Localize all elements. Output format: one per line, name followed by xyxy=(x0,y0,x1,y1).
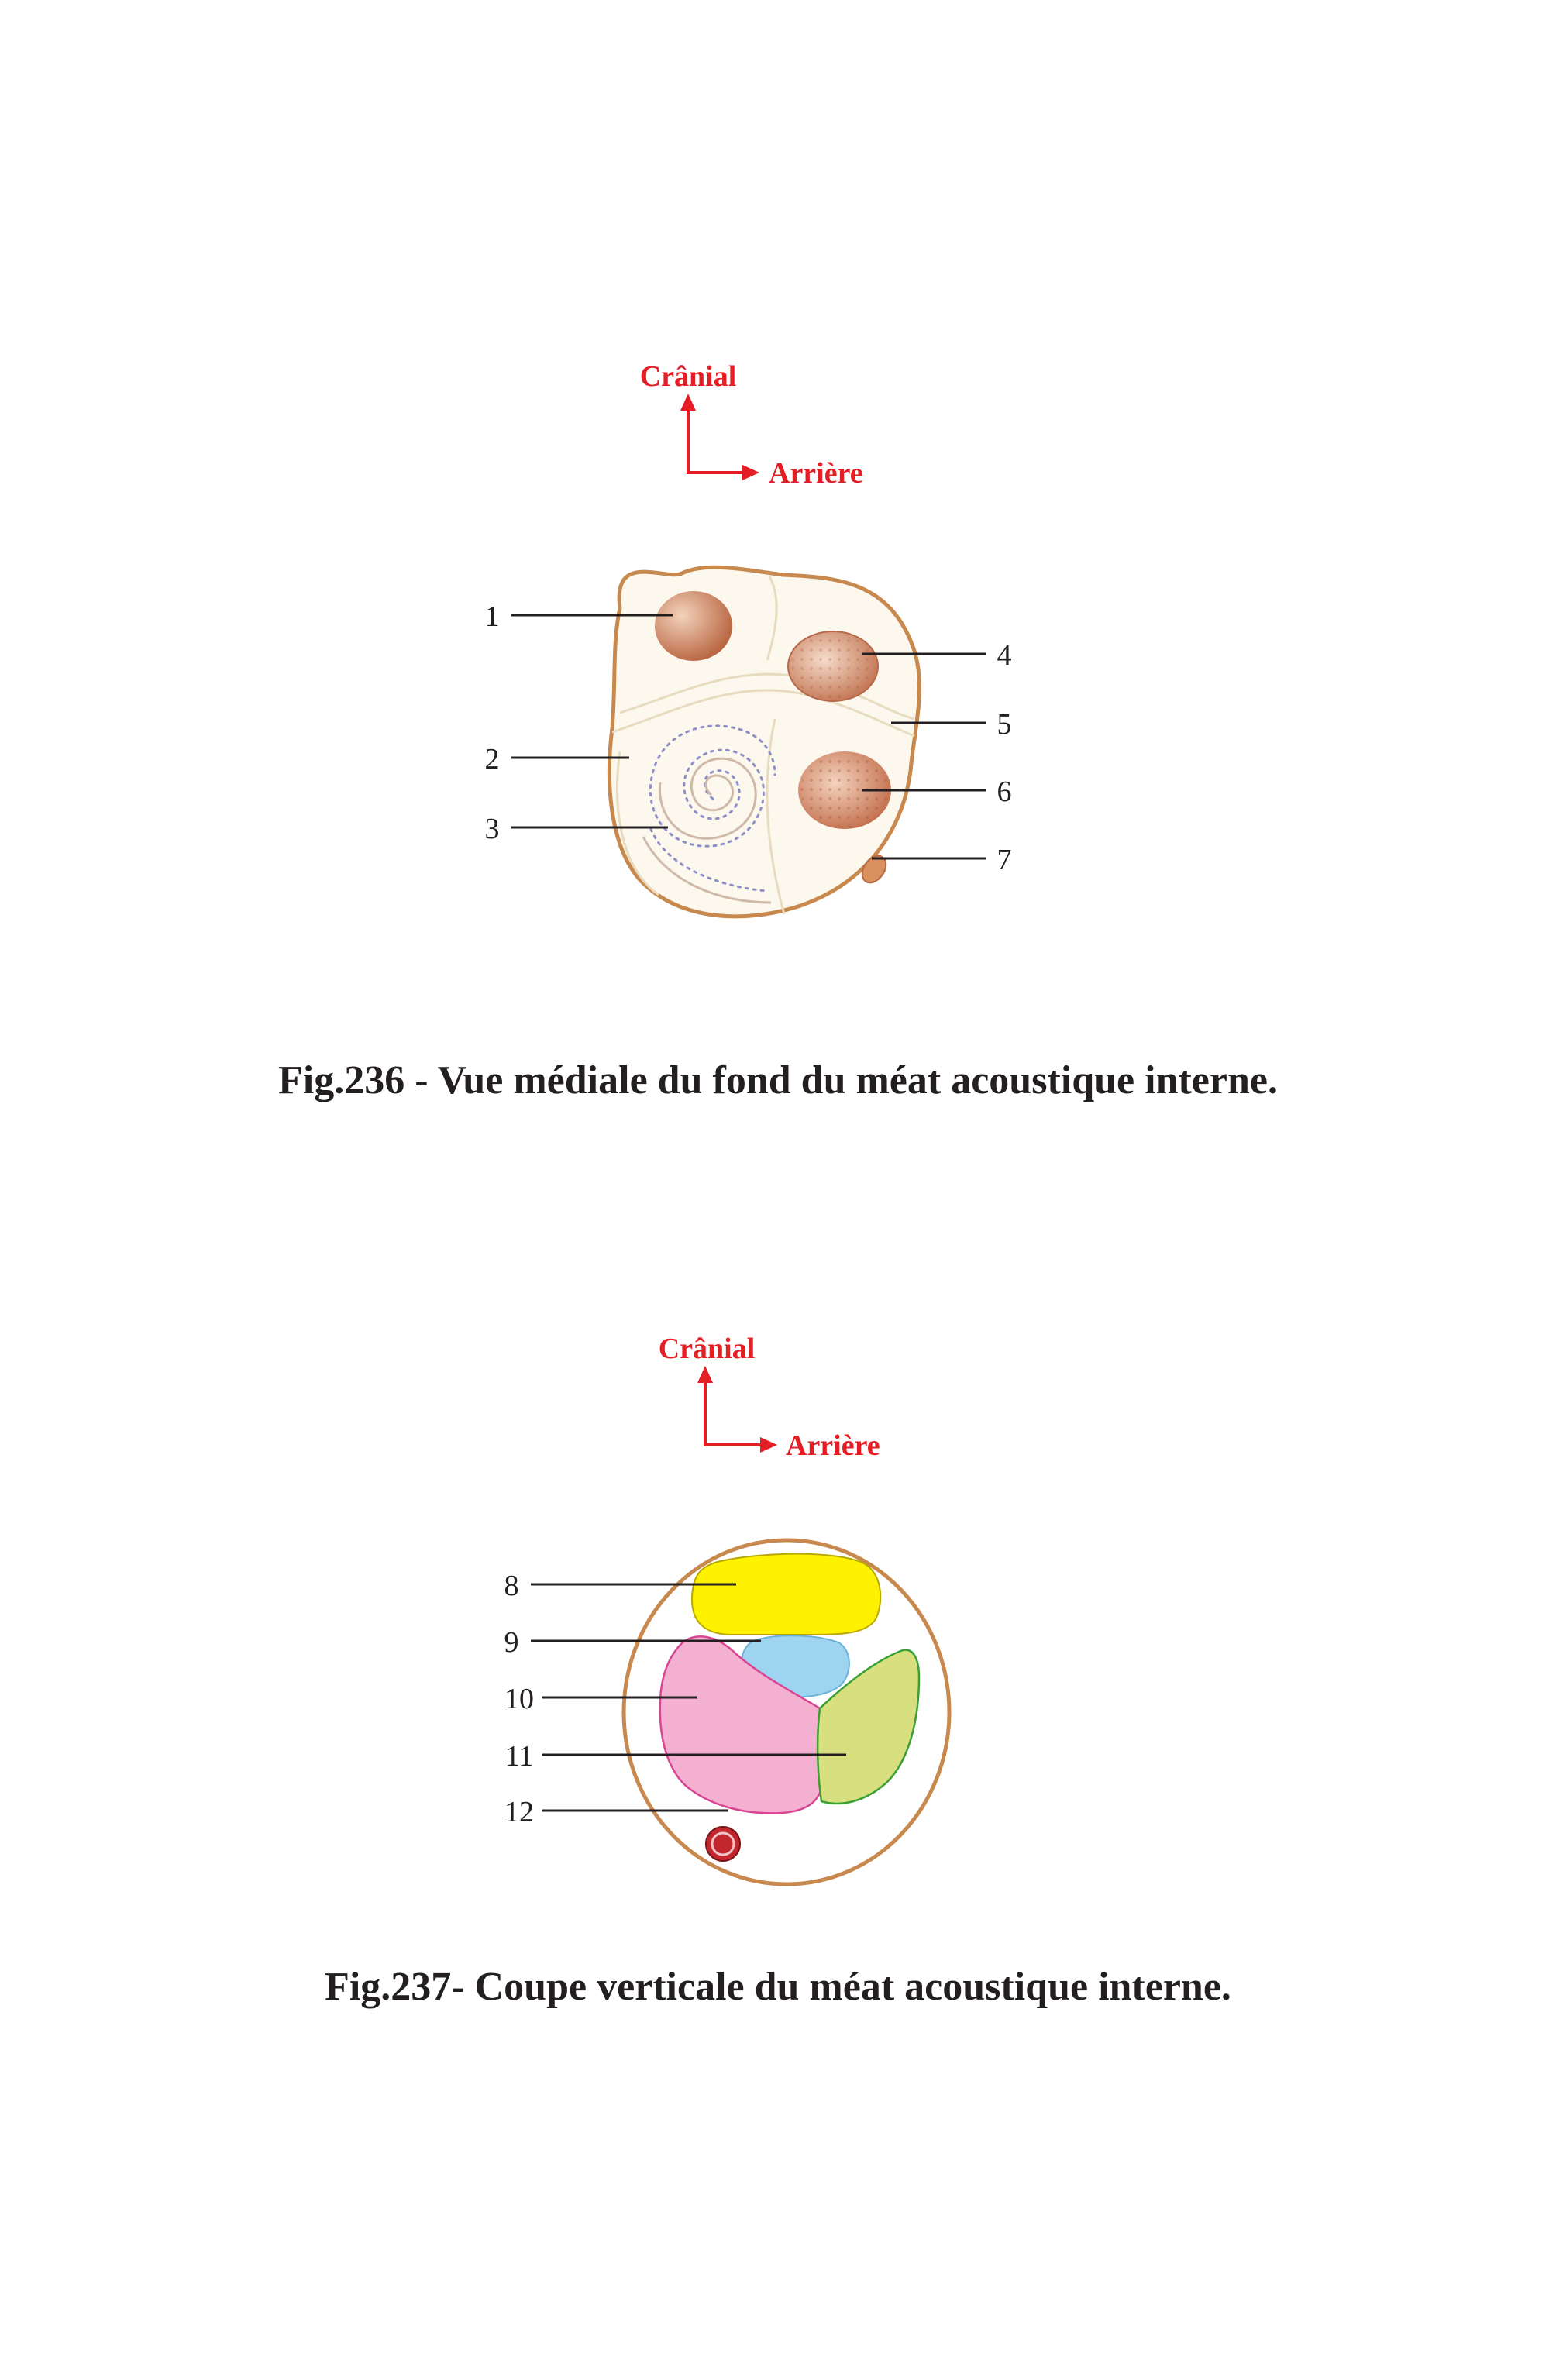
label-2: 2 xyxy=(485,743,500,776)
label-1: 1 xyxy=(485,600,500,633)
label-10: 10 xyxy=(504,1683,534,1715)
label-9: 9 xyxy=(504,1626,519,1659)
spiral-lamina xyxy=(659,757,757,840)
orientation-right-label: Arrière xyxy=(786,1429,880,1462)
label-6: 6 xyxy=(997,776,1012,808)
figure-236: Crânial Arrière xyxy=(0,294,1556,1147)
label-3: 3 xyxy=(485,813,500,845)
label-12: 12 xyxy=(504,1796,534,1828)
orientation-right-label: Arrière xyxy=(769,457,863,490)
label-7: 7 xyxy=(997,844,1012,876)
spiral-basal-edge xyxy=(642,836,772,904)
meatus-outline xyxy=(621,1538,952,1886)
figure-237-diagram: Crânial Arrière 8 9 10 11 12 xyxy=(504,1333,952,1886)
leader-lines xyxy=(531,1583,846,1812)
orientation-up-label: Crânial xyxy=(640,360,737,393)
figure-237-caption: Fig.237- Coupe verticale du méat acousti… xyxy=(325,1965,1231,2009)
figure-236-caption: Fig.236 - Vue médiale du fond du méat ac… xyxy=(278,1058,1278,1102)
figure-237: Crânial Arrière 8 9 10 11 12 Fig.237 xyxy=(0,1271,1556,2045)
spiral-basal-turn xyxy=(649,827,769,892)
foramen-6-dots xyxy=(800,754,889,827)
structure-12-vessel xyxy=(705,1826,741,1862)
figure-236-diagram: Crânial Arrière xyxy=(485,360,1012,919)
structure-10-pink xyxy=(659,1635,825,1814)
orientation-arrows: Crânial Arrière xyxy=(659,1333,880,1462)
label-11: 11 xyxy=(505,1740,534,1773)
label-8: 8 xyxy=(504,1570,519,1602)
label-4: 4 xyxy=(997,639,1012,672)
structure-12-ring xyxy=(711,1831,735,1856)
orientation-up-label: Crânial xyxy=(659,1333,756,1365)
structure-8-yellow xyxy=(690,1553,882,1635)
cochlear-spiral xyxy=(649,724,776,848)
orientation-arrows: Crânial Arrière xyxy=(640,360,863,490)
foramen-1 xyxy=(655,591,732,661)
foramen-7 xyxy=(861,855,887,884)
structure-11-green xyxy=(816,1649,921,1805)
label-5: 5 xyxy=(997,708,1012,741)
leader-lines xyxy=(511,614,986,860)
foramen-4-dots xyxy=(790,634,876,699)
